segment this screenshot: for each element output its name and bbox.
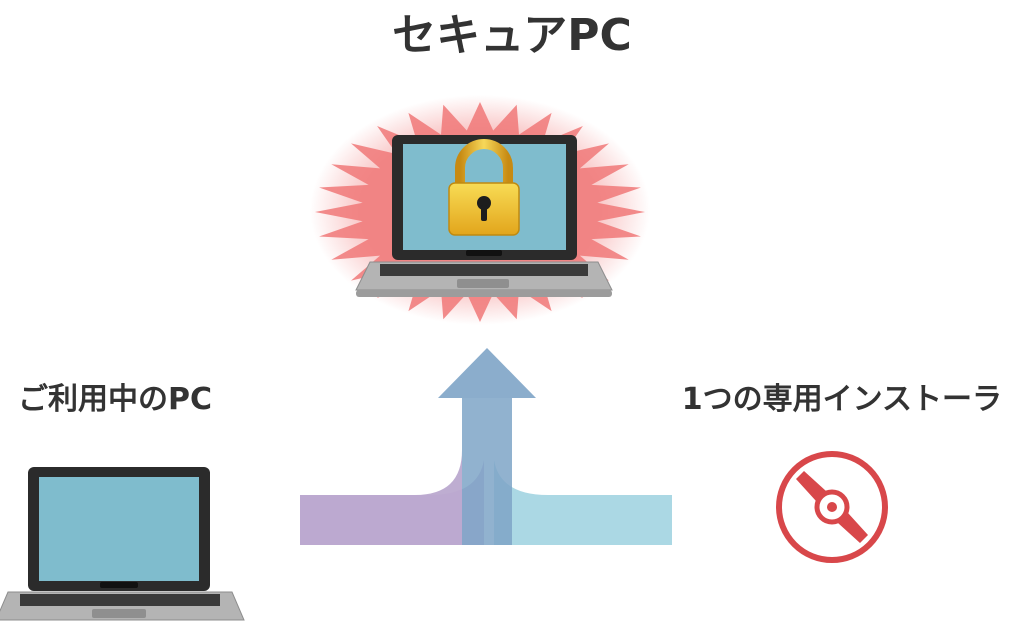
laptop-icon (0, 467, 245, 621)
disc-icon (776, 451, 888, 563)
installer-label: 1つの専用インストーラ (681, 382, 1002, 417)
current-pc-label: ご利用中のPC (18, 382, 213, 417)
padlock-icon (448, 139, 520, 236)
page-title: セキュアPC (392, 10, 632, 61)
